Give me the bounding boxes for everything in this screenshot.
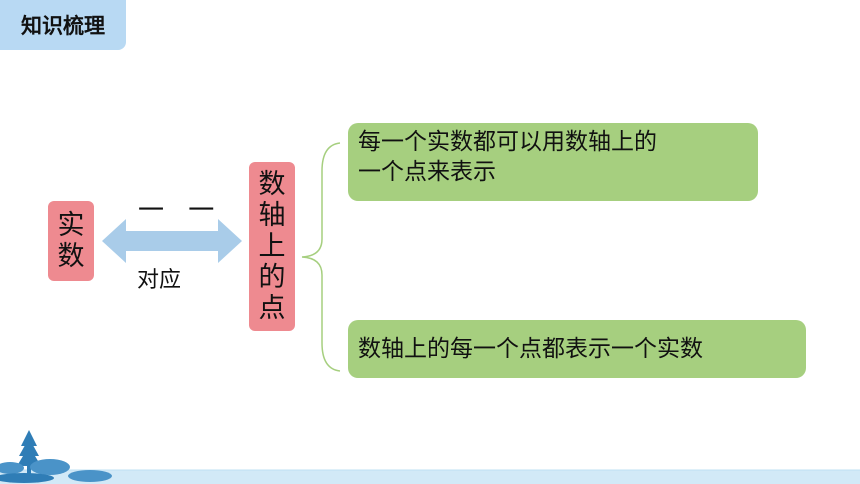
landscape-footer: [0, 430, 860, 484]
concept-char: 数: [57, 241, 85, 272]
concept-char: 实: [57, 210, 85, 241]
real-number-box: 实 数: [48, 201, 94, 281]
page-title: 知识梳理: [0, 0, 126, 50]
statement-line: 每一个实数都可以用数轴上的: [358, 129, 657, 155]
double-arrow-icon: [102, 219, 242, 263]
axis-char: 上: [258, 231, 286, 262]
number-line-point-box: 数 轴 上 的 点: [249, 162, 295, 331]
relation-bottom-label: 对应: [137, 268, 182, 293]
tree-icon: [17, 430, 41, 478]
statement-line: 数轴上的每一个点都表示一个实数: [358, 336, 703, 362]
axis-char: 数: [258, 169, 286, 200]
brace-icon: [301, 142, 341, 372]
relation-top-label: 一 一: [138, 196, 223, 226]
statement-line: 一个点来表示: [358, 159, 496, 185]
axis-char: 轴: [258, 200, 286, 231]
axis-char: 点: [258, 293, 286, 324]
axis-char: 的: [258, 262, 286, 293]
statement-card: 每一个实数都可以用数轴上的 一个点来表示: [348, 123, 758, 201]
statement-card: 数轴上的每一个点都表示一个实数: [348, 320, 806, 378]
